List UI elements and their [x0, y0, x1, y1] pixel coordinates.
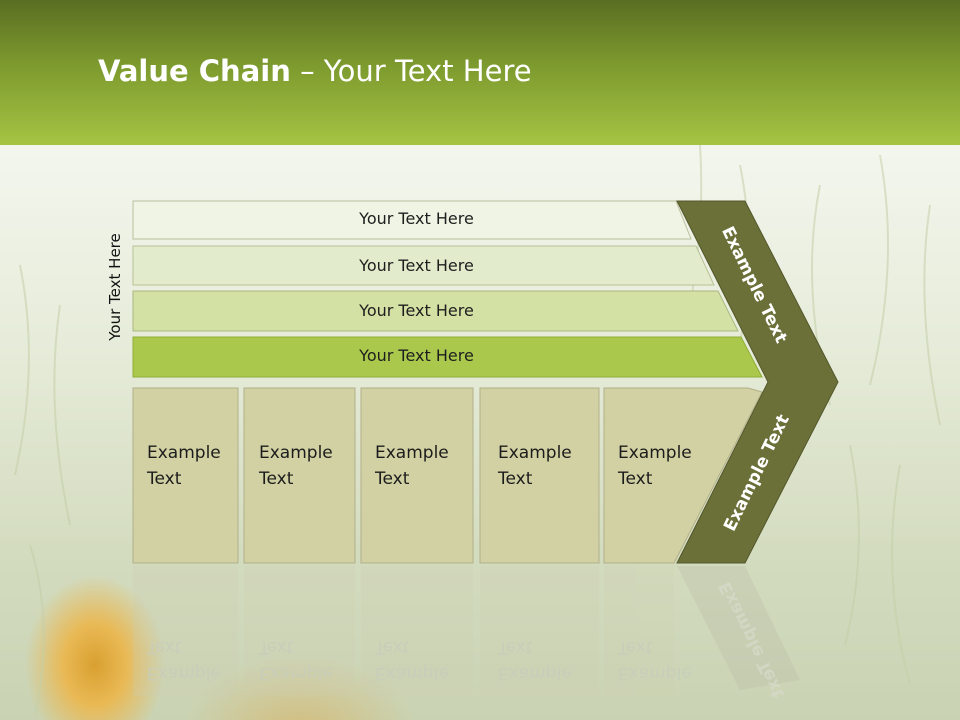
- bar-4: [132, 336, 763, 378]
- side-label: Your Text Here: [106, 233, 124, 341]
- cell-1: [132, 387, 239, 564]
- chevron-arrow: [676, 200, 839, 564]
- bar-2-label: Your Text Here: [359, 256, 474, 275]
- bar-1-label: Your Text Here: [359, 209, 474, 228]
- cell-3: [360, 387, 474, 564]
- bar-3: [132, 290, 739, 332]
- bar-2: [132, 245, 715, 286]
- cell-4: [479, 387, 600, 564]
- bar-1: [132, 200, 692, 240]
- bar-4-label: Your Text Here: [359, 346, 474, 365]
- cell-2: [243, 387, 356, 564]
- cell-5: [603, 387, 763, 564]
- page-title: Value Chain – Your Text Here: [98, 54, 532, 88]
- header-banner: [0, 0, 960, 145]
- bar-3-label: Your Text Here: [359, 301, 474, 320]
